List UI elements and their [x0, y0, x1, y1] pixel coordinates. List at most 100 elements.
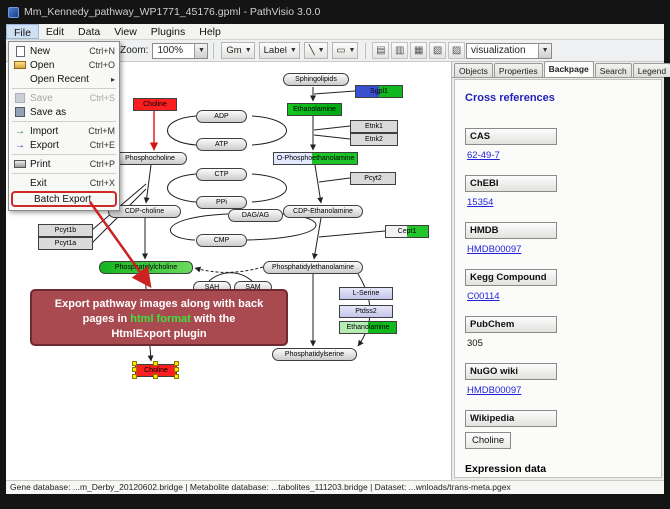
- pathway-node-pcyt1b[interactable]: Pcyt1b: [38, 224, 93, 237]
- section-header-nugo-wiki: NuGO wiki: [465, 363, 557, 380]
- menu-item-exit[interactable]: Exit Ctrl+X: [30, 177, 115, 189]
- menu-separator: [12, 154, 116, 155]
- label-tool-dropdown[interactable]: Label▼: [258, 42, 300, 59]
- pathway-node-sgpl1[interactable]: Sgpl1: [355, 85, 403, 98]
- menu-separator: [12, 88, 116, 89]
- chevron-down-icon[interactable]: ▼: [538, 43, 552, 58]
- window-title: Mm_Kennedy_pathway_WP1771_45176.gpml - P…: [24, 6, 321, 18]
- file-menu: New Ctrl+N Open Ctrl+O Open Recent Save …: [8, 41, 120, 211]
- shape-tool-dropdown[interactable]: ▭▼: [331, 42, 359, 59]
- pathway-node-cdp-ethanolamine[interactable]: CDP-Ethanolamine: [283, 205, 363, 218]
- pathway-node-sphingolipids[interactable]: Sphingolipids: [283, 73, 349, 86]
- highlighted-text: html format: [130, 313, 191, 325]
- status-text: Gene database: ...m_Derby_20120602.bridg…: [10, 482, 511, 492]
- pathway-node-cept1[interactable]: Cept1: [385, 225, 429, 238]
- selection-handle[interactable]: [132, 367, 137, 372]
- selection-handle[interactable]: [174, 374, 179, 379]
- section-header-hmdb: HMDB: [465, 222, 557, 239]
- link-wikipedia[interactable]: Choline: [465, 432, 512, 449]
- selection-handle[interactable]: [132, 374, 137, 379]
- menu-item-save-as[interactable]: Save as: [9, 105, 119, 119]
- link-kegg[interactable]: C00114: [467, 291, 500, 302]
- section-header-cas: CAS: [465, 128, 557, 145]
- pathway-node-l-serine[interactable]: L-Serine: [339, 287, 393, 300]
- pathway-node-choline-top[interactable]: Choline: [133, 98, 177, 111]
- align-grid-icon[interactable]: ▦: [410, 42, 428, 59]
- pathway-node-ethanolamine-bottom[interactable]: Ethanolamine: [339, 321, 397, 334]
- chevron-down-icon: ▼: [348, 47, 356, 54]
- menu-item-new[interactable]: New Ctrl+N: [9, 44, 119, 58]
- status-bar: Gene database: ...m_Derby_20120602.bridg…: [6, 480, 664, 494]
- tab-backpage[interactable]: Backpage: [543, 61, 594, 77]
- pathway-node-cmp[interactable]: CMP: [196, 234, 247, 247]
- link-nugo-wiki[interactable]: HMDB00097: [467, 385, 522, 396]
- link-cas[interactable]: 62-49-7: [467, 150, 500, 161]
- pathway-node-phosphocholine[interactable]: Phosphocholine: [113, 152, 187, 165]
- selection-handle[interactable]: [174, 361, 179, 366]
- pathway-node-etnk2[interactable]: Etnk2: [350, 133, 398, 146]
- pathway-node-pcyt2[interactable]: Pcyt2: [350, 172, 396, 185]
- pathway-node-ptdss2[interactable]: Ptdss2: [339, 305, 393, 318]
- pathway-node-pcyt1a[interactable]: Pcyt1a: [38, 237, 93, 250]
- side-panel: Objects Properties Backpage Search Legen…: [452, 61, 670, 480]
- import-icon: [13, 126, 27, 137]
- align-center-icon[interactable]: ▥: [391, 42, 409, 59]
- chevron-down-icon: ▼: [289, 47, 297, 54]
- pathway-node-dag[interactable]: DAG/AG: [228, 209, 283, 222]
- pathway-node-ethanolamine-top[interactable]: Ethanolamine: [287, 103, 342, 116]
- pathway-node-ppi[interactable]: PPi: [196, 196, 247, 209]
- stack-vertical-icon[interactable]: ▧: [429, 42, 447, 59]
- save-as-icon: [13, 107, 27, 117]
- toolbar-separator: [213, 42, 215, 59]
- pathway-node-ctp[interactable]: CTP: [196, 168, 247, 181]
- align-left-icon[interactable]: ▤: [372, 42, 390, 59]
- export-icon: [13, 140, 27, 151]
- tab-objects[interactable]: Objects: [454, 63, 493, 77]
- chevron-down-icon: ▼: [244, 47, 252, 54]
- tab-properties[interactable]: Properties: [493, 63, 543, 77]
- annotation-callout: Export pathway images along with back pa…: [30, 289, 288, 346]
- line-tool-dropdown[interactable]: ╲▼: [303, 42, 328, 59]
- pathway-canvas[interactable]: Sphingolipids Sgpl1 Choline Ethanolamine…: [6, 62, 452, 480]
- selection-handle[interactable]: [153, 361, 158, 366]
- tab-legend[interactable]: Legend: [632, 63, 670, 77]
- menu-item-open[interactable]: Open Ctrl+O: [9, 58, 119, 72]
- menu-item-open-recent[interactable]: Open Recent: [9, 72, 119, 86]
- pathway-node-phosphatidylethanolamine[interactable]: Phosphatidylethanolamine: [263, 261, 363, 274]
- new-document-icon: [13, 45, 27, 57]
- menu-plugins[interactable]: Plugins: [150, 26, 186, 38]
- pathway-node-atp[interactable]: ATP: [196, 138, 247, 151]
- selection-handle[interactable]: [132, 361, 137, 366]
- backpage-title: Cross references: [465, 92, 555, 104]
- pathway-node-o-phosphoethanolamine[interactable]: O-Phosphoethanolamine: [273, 152, 358, 165]
- menu-item-import[interactable]: Import Ctrl+M: [9, 124, 119, 138]
- selection-handle[interactable]: [153, 374, 158, 379]
- menu-help[interactable]: Help: [199, 26, 221, 38]
- menu-file[interactable]: File: [6, 24, 39, 39]
- menu-item-export[interactable]: Export Ctrl+E: [9, 138, 119, 152]
- menu-view[interactable]: View: [114, 26, 137, 38]
- value-pubchem: 305: [467, 338, 483, 349]
- pathway-node-etnk1[interactable]: Etnk1: [350, 120, 398, 133]
- pathway-node-phosphatidylserine[interactable]: Phosphatidylserine: [272, 348, 357, 361]
- zoom-combobox[interactable]: 100% ▼: [152, 42, 209, 59]
- selection-handle[interactable]: [174, 367, 179, 372]
- visualization-combobox[interactable]: visualization ▼: [466, 42, 553, 59]
- stack-horizontal-icon[interactable]: ▨: [448, 42, 466, 59]
- menu-item-print[interactable]: Print Ctrl+P: [9, 157, 119, 171]
- tab-search[interactable]: Search: [594, 63, 632, 77]
- pathway-node-adp[interactable]: ADP: [196, 110, 247, 123]
- section-header-chebi: ChEBI: [465, 175, 557, 192]
- menu-item-save[interactable]: Save Ctrl+S: [9, 91, 119, 105]
- link-chebi[interactable]: 15354: [467, 197, 494, 208]
- side-panel-tabs: Objects Properties Backpage Search Legen…: [452, 61, 670, 78]
- link-hmdb[interactable]: HMDB00097: [467, 244, 522, 255]
- chevron-down-icon[interactable]: ▼: [194, 43, 208, 58]
- menu-data[interactable]: Data: [78, 26, 101, 38]
- datanode-tool-dropdown[interactable]: Gm▼: [221, 42, 255, 59]
- section-header-wikipedia: Wikipedia: [465, 410, 557, 427]
- menu-item-batch-export[interactable]: Batch Export: [11, 191, 117, 207]
- pathway-node-phosphatidylcholine[interactable]: Phosphatidylcholine: [99, 261, 193, 274]
- menu-edit[interactable]: Edit: [45, 26, 65, 38]
- title-bar[interactable]: Mm_Kennedy_pathway_WP1771_45176.gpml - P…: [0, 0, 670, 24]
